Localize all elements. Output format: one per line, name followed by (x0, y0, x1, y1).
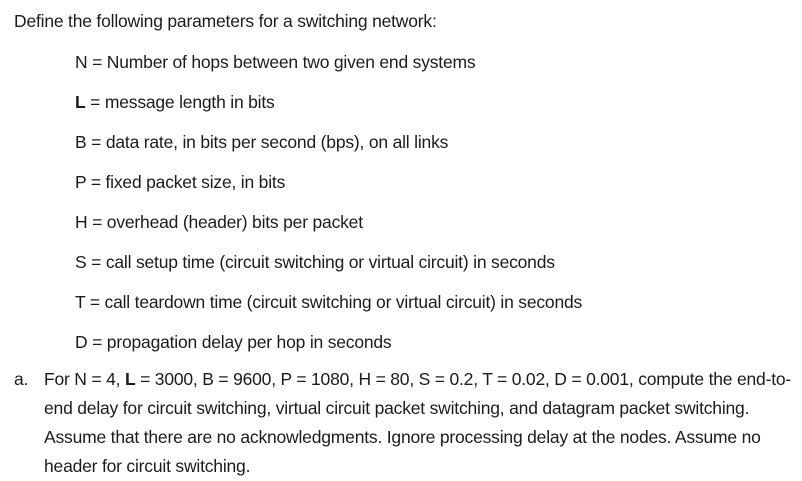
parameter-symbol: N (75, 52, 88, 72)
parameter-description: = data rate, in bits per second (bps), o… (91, 132, 449, 152)
definition-line-T: T = call teardown time (circuit switchin… (75, 290, 798, 330)
definition-line-B: B = data rate, in bits per second (bps),… (75, 130, 798, 170)
definition-line-L: L = message length in bits (75, 90, 798, 130)
parameter-description: = overhead (header) bits per packet (92, 212, 363, 232)
parameter-symbol: P (75, 172, 87, 192)
definition-line-H: H = overhead (header) bits per packet (75, 210, 798, 250)
parameter-description: = Number of hops between two given end s… (92, 52, 476, 72)
parameter-description: = call teardown time (circuit switching … (89, 292, 583, 312)
parameter-description: = fixed packet size, in bits (90, 172, 286, 192)
question-bold-symbol: L (124, 369, 136, 389)
question-text-part2: = 3000, B = 9600, P = 1080, H = 80, S = … (44, 369, 792, 476)
definition-line-P: P = fixed packet size, in bits (75, 170, 798, 210)
question-item-a: a. For N = 4, L = 3000, B = 9600, P = 10… (14, 365, 798, 481)
parameter-symbol: L (75, 92, 86, 112)
parameter-definition-list: N = Number of hops between two given end… (75, 50, 798, 370)
parameter-description: = message length in bits (90, 92, 275, 112)
parameter-symbol: T (75, 292, 86, 312)
question-label: a. (14, 369, 29, 389)
parameter-description: = propagation delay per hop in seconds (92, 332, 392, 352)
question-text: For N = 4, L = 3000, B = 9600, P = 1080,… (44, 365, 798, 481)
definition-line-D: D = propagation delay per hop in seconds (75, 330, 798, 370)
question-text-part1: For N = 4, (44, 369, 125, 389)
parameter-symbol: H (75, 212, 88, 232)
parameter-symbol: D (75, 332, 88, 352)
parameter-symbol: B (75, 132, 87, 152)
problem-intro: Define the following parameters for a sw… (14, 11, 437, 31)
definition-line-S: S = call setup time (circuit switching o… (75, 250, 798, 290)
definition-line-N: N = Number of hops between two given end… (75, 50, 798, 90)
parameter-description: = call setup time (circuit switching or … (91, 252, 555, 272)
parameter-symbol: S (75, 252, 87, 272)
